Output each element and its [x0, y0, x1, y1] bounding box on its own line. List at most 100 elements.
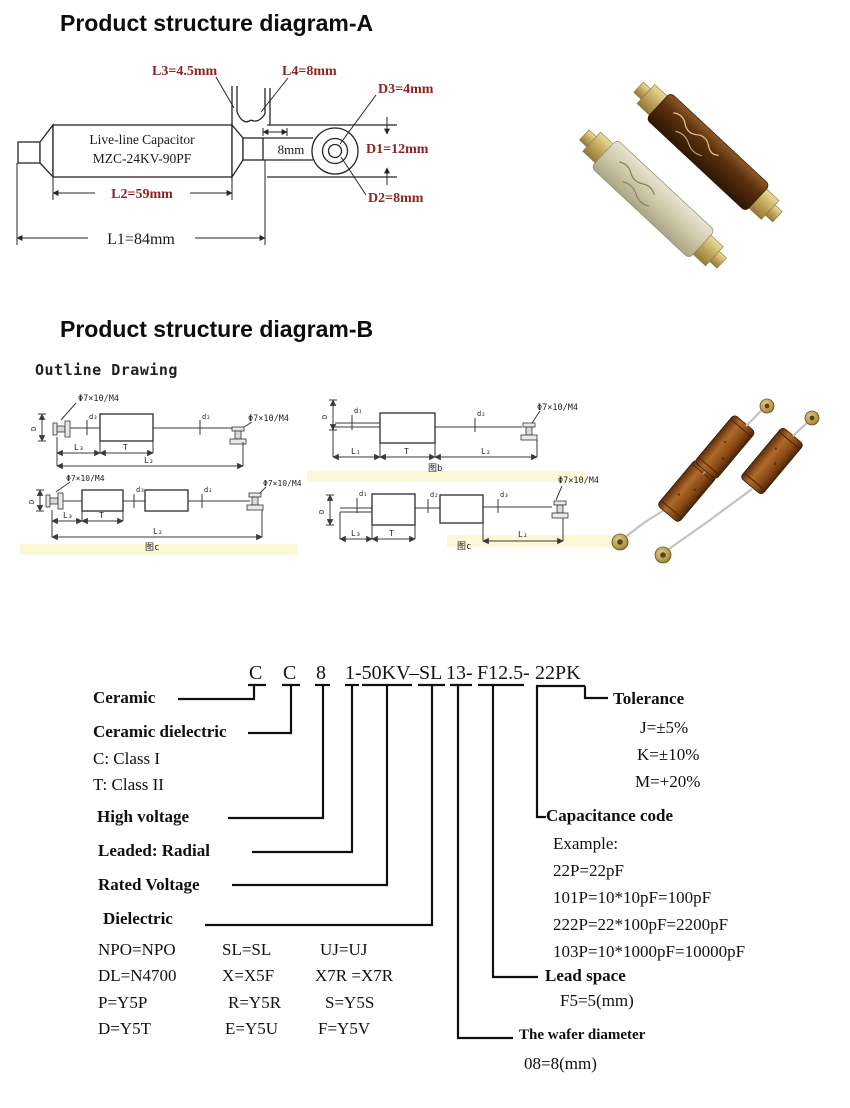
dim-L3-1: L₃ [74, 443, 84, 452]
dim-l3: L3=4.5mm [152, 64, 217, 79]
dim-D-3: D [321, 415, 329, 419]
dim-d2-1: d₂ [202, 413, 210, 421]
label-capacitance-code: Capacitance code [546, 806, 674, 825]
section-b-title: Product structure diagram-B [60, 316, 374, 342]
outline-top-left [38, 402, 253, 470]
dielectric-cell: S=Y5S [325, 993, 375, 1012]
dim-d1: D1=12mm [366, 142, 429, 157]
lead-space-value: F5=5(mm) [560, 991, 634, 1010]
wafer-value: 08=8(mm) [524, 1054, 597, 1073]
tolerance-item: K=±10% [637, 745, 700, 764]
body-text-2: MZC-24KV-90PF [93, 151, 192, 166]
dim-l4: L4=8mm [282, 64, 337, 79]
highlight-strip-2 [20, 544, 298, 555]
dim-l2: L2=59mm [111, 187, 173, 202]
label-high-voltage: High voltage [97, 807, 190, 826]
outline-top-middle [329, 399, 541, 461]
terminal-lug [611, 533, 629, 551]
dim-L2-4: L₂ [518, 530, 528, 539]
caption-top-mid: 图b [428, 463, 442, 474]
dielectric-cell: NPO=NPO [98, 940, 176, 959]
dim-T-1: T [123, 443, 128, 452]
outline-text-labels: Φ7×10/M4 Φ7×10/M4 Φ7×10/M4 Φ7×10/M4 Φ7×1… [28, 394, 599, 553]
dim-L2-2: L₂ [153, 527, 163, 536]
dim-d1-2: d₁ [359, 490, 367, 498]
capacitance-item: 22P=22pF [553, 861, 624, 880]
capacitor-chain-right [654, 410, 820, 564]
brown-capacitor [633, 81, 783, 223]
label-tolerance: Tolerance [613, 689, 685, 708]
terminal-lug [654, 546, 672, 564]
dielectric-cell: R=Y5R [228, 993, 282, 1012]
code-segment-capacitance: 22PK [535, 662, 581, 684]
label-leaded: Leaded: Radial [98, 841, 210, 860]
code-segment-dielectric: –SL [409, 662, 443, 684]
terminal-lug [804, 410, 820, 426]
dielectric-cell: D=Y5T [98, 1019, 152, 1038]
section-a-title: Product structure diagram-A [60, 10, 374, 36]
body-text-1: Live-line Capacitor [89, 132, 195, 147]
dim-d3: D3=4mm [378, 82, 434, 97]
tolerance-item: J=±5% [640, 718, 689, 737]
dielectric-cell: E=Y5U [225, 1019, 279, 1038]
thread-label-5: Φ7×10/M4 [537, 403, 578, 413]
dim-L2-1: L₂ [144, 456, 154, 465]
label-lead-space: Lead space [545, 966, 626, 985]
capacitor-outline [17, 86, 397, 180]
capacitor-photo-a [579, 81, 783, 269]
capacitor-photo-b [611, 398, 820, 564]
thread-label-3: Φ7×10/M4 [66, 474, 105, 483]
dim-D-4: D [318, 510, 326, 514]
dim-D-2: D [28, 500, 36, 504]
dielectric-cell: SL=SL [222, 940, 272, 959]
dim-L3-2: L₃ [63, 511, 73, 520]
dielectric-cell: DL=N4700 [98, 966, 177, 985]
code-segment-high-voltage: 8 [316, 662, 326, 684]
thread-label-1: Φ7×10/M4 [78, 394, 119, 404]
code-segment-ceramic: C [249, 662, 263, 684]
tolerance-item: M=+20% [635, 772, 701, 791]
dim-d3-1: d₃ [89, 413, 97, 421]
dim-T-4: T [389, 529, 394, 538]
label-class-1: C: Class I [93, 749, 161, 768]
code-segment-wafer: 13- [446, 662, 473, 684]
label-class-2: T: Class II [93, 775, 164, 794]
thread-label-2: Φ7×10/M4 [248, 414, 289, 424]
label-wafer-diameter: The wafer diameter [519, 1027, 646, 1043]
capacitance-item: 103P=10*1000pF=10000pF [553, 942, 746, 961]
capacitor-chain-left [611, 398, 775, 551]
dielectric-cell: F=Y5V [318, 1019, 371, 1038]
dielectric-cell: UJ=UJ [320, 940, 368, 959]
dim-d1-1: d₁ [354, 407, 362, 415]
dim-L3-3: L₃ [351, 529, 361, 538]
label-dielectric: Dielectric [103, 909, 173, 928]
dim-d3-3: d₃ [500, 491, 508, 499]
code-segment-rated-voltage: 1-50KV [345, 662, 411, 684]
dim-d3-2: d₃ [136, 486, 144, 494]
caption-bottom-mid: 图c [457, 541, 471, 552]
dim-L2-3: L₂ [481, 447, 491, 456]
code-segment-lead-space: F12.5- [477, 662, 530, 684]
dim-T-2: T [99, 511, 104, 520]
dim-D-1: D [30, 427, 38, 431]
dim-L1-1: L₁ [351, 447, 361, 456]
caption-bottom-left: 图c [145, 542, 159, 553]
dim-l1: L1=84mm [107, 231, 175, 248]
outline-bottom-left [36, 481, 267, 541]
dimension-lines [16, 76, 390, 245]
terminal-lug [759, 398, 775, 414]
dielectric-cell: X=X5F [222, 966, 275, 985]
thread-label-6: Φ7×10/M4 [558, 476, 599, 486]
label-ceramic: Ceramic [93, 688, 156, 707]
label-rated-voltage: Rated Voltage [98, 875, 200, 894]
capacitance-item: Example: [553, 834, 619, 853]
dielectric-cell: P=Y5P [98, 993, 148, 1012]
diagram-a-drawing: Live-line Capacitor MZC-24KV-90PF L3=4.5… [16, 64, 434, 248]
dim-d2-2: d₂ [204, 486, 212, 494]
code-segment-dielectric-class: C [283, 662, 297, 684]
diagram-b-drawings: Φ7×10/M4 Φ7×10/M4 Φ7×10/M4 Φ7×10/M4 Φ7×1… [20, 394, 630, 555]
highlight-strip-1 [307, 471, 585, 482]
outline-drawing-label: Outline Drawing [35, 361, 178, 379]
beige-capacitor [579, 129, 727, 269]
